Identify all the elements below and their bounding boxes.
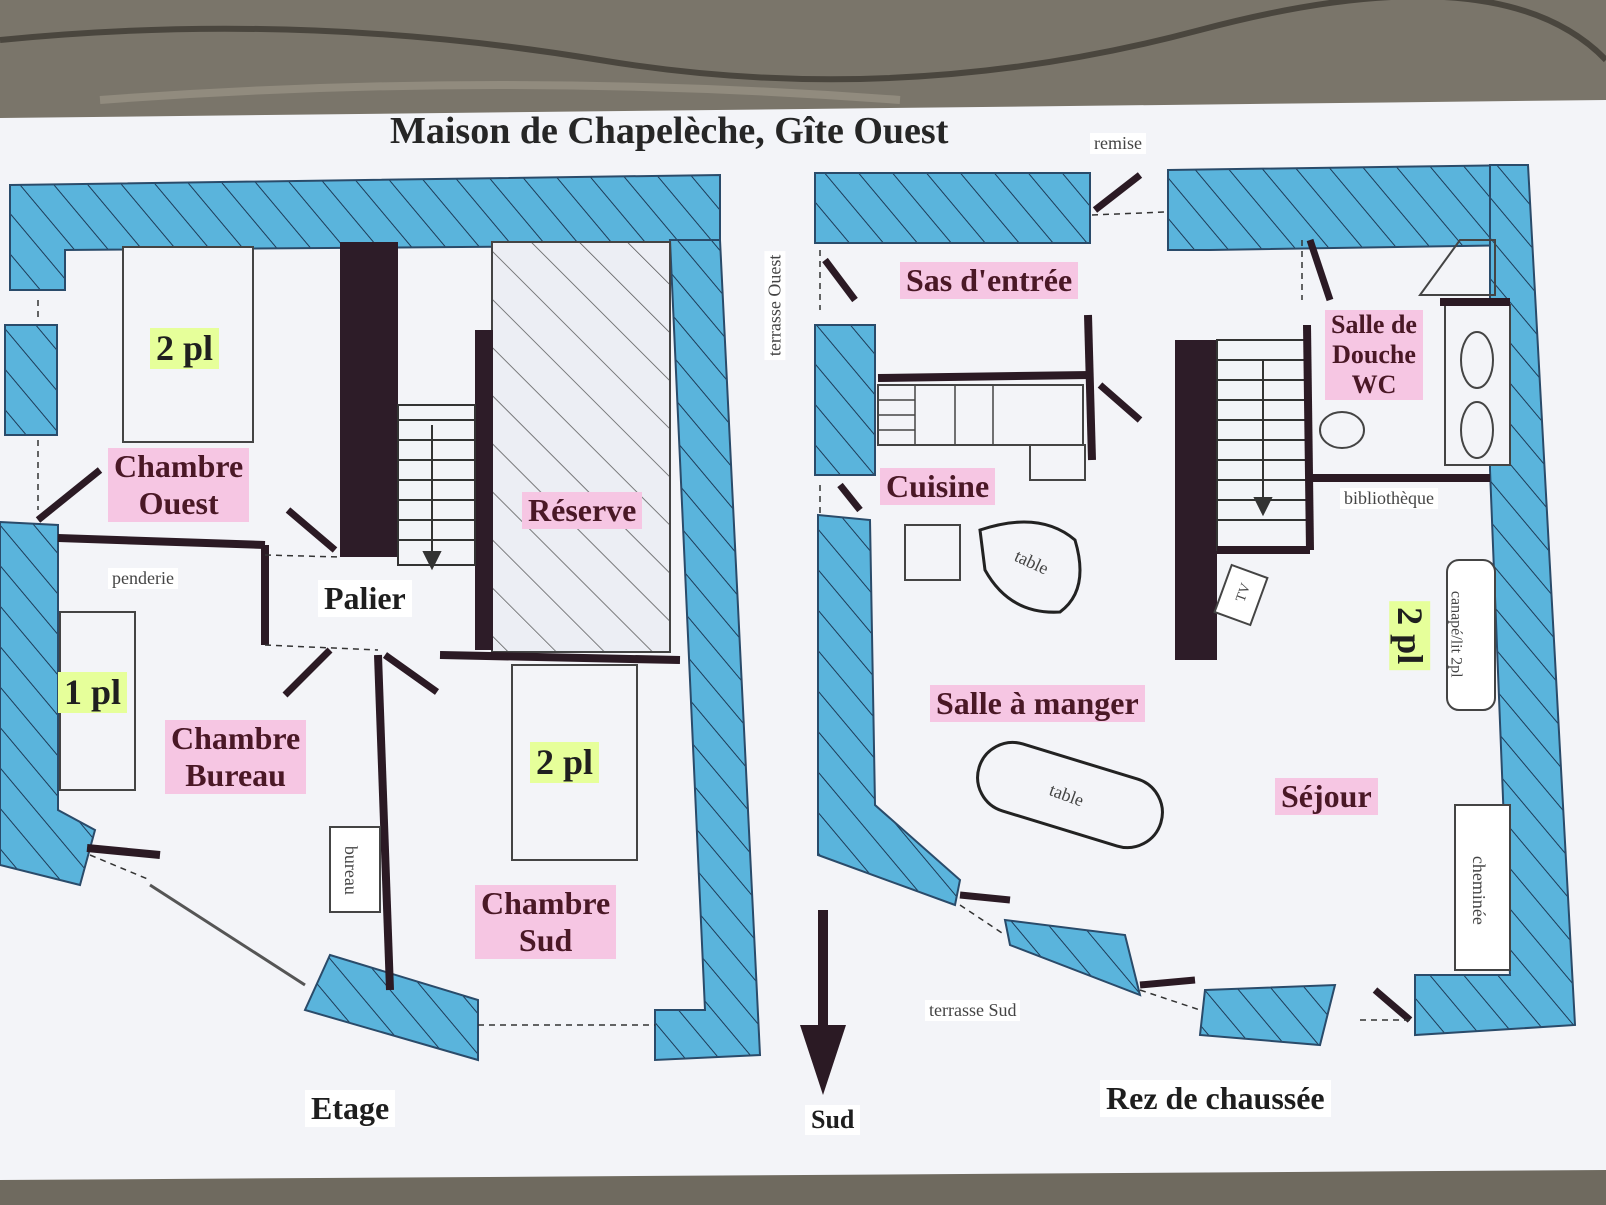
toilet-icon — [1319, 411, 1365, 449]
room-chambre-ouest: Chambre Ouest — [108, 448, 250, 522]
shower-icon — [1418, 239, 1496, 296]
bed-label: 2 pl — [530, 742, 600, 784]
wall — [654, 239, 762, 1062]
room-chambre-bureau: Chambre Bureau — [165, 720, 307, 794]
stair-wall — [340, 242, 398, 557]
wall — [1167, 163, 1526, 251]
outside-terrasse-ouest: terrasse Ouest — [764, 250, 786, 361]
outside-remise: remise — [1090, 133, 1146, 154]
interior-walls — [57, 534, 681, 991]
room-palier: Palier — [318, 580, 412, 617]
doors — [35, 467, 440, 698]
sofa-bed — [1446, 559, 1496, 711]
wall — [303, 953, 479, 1062]
room-reserve: Réserve — [522, 492, 643, 529]
compass-label: Sud — [805, 1105, 861, 1135]
south-arrow-icon — [800, 910, 846, 1095]
room-salle-a-manger: Salle à manger — [930, 685, 1145, 722]
staircase — [1216, 339, 1308, 551]
wall — [9, 173, 721, 291]
wall — [1198, 983, 1337, 1047]
furniture-penderie: penderie — [108, 568, 178, 589]
fireplace — [1454, 804, 1511, 971]
wall — [4, 324, 58, 436]
bed-label: 2 pl — [1388, 601, 1431, 671]
room-sejour: Séjour — [1275, 778, 1378, 815]
interior-walls — [877, 298, 1510, 554]
furniture-bureau: bureau — [340, 841, 361, 899]
furniture-canape-lit: canapé/lit 2pl — [1447, 590, 1465, 678]
sink-icon — [1460, 401, 1494, 459]
room-cuisine: Cuisine — [880, 468, 996, 505]
staircase — [397, 404, 476, 571]
outside-terrasse-sud: terrasse Sud — [925, 1000, 1021, 1021]
furniture-bibliotheque: bibliothèque — [1340, 488, 1438, 509]
furniture-cheminee: cheminée — [1468, 855, 1489, 925]
table — [976, 740, 1164, 850]
wall — [814, 172, 1091, 244]
stair-wall — [1175, 340, 1217, 660]
tv-icon — [1213, 563, 1269, 627]
wall — [817, 513, 962, 907]
floor-name-etage: Etage — [305, 1090, 396, 1127]
sink-icon — [1460, 331, 1494, 389]
bed-label: 1 pl — [58, 672, 128, 714]
room-chambre-sud: Chambre Sud — [475, 885, 617, 959]
ground-floor-plan — [814, 163, 1577, 1047]
floor-name-rez-de-chaussee: Rez de chaussée — [1100, 1080, 1331, 1117]
table — [978, 520, 1082, 614]
doors — [822, 172, 1413, 1023]
room-sas-entree: Sas d'entrée — [900, 262, 1079, 299]
wall — [0, 520, 97, 887]
wall — [1003, 918, 1142, 997]
stove-icon — [904, 524, 961, 581]
plan-title: Maison de Chapelèche, Gîte Ouest — [390, 110, 949, 152]
wall — [814, 324, 876, 476]
upper-floor-plan — [0, 173, 762, 1062]
room-salle-douche-wc: Salle de Douche WC — [1325, 310, 1423, 400]
wall — [1414, 164, 1577, 1037]
bed-label: 2 pl — [150, 328, 220, 370]
reserve-area — [491, 241, 671, 653]
